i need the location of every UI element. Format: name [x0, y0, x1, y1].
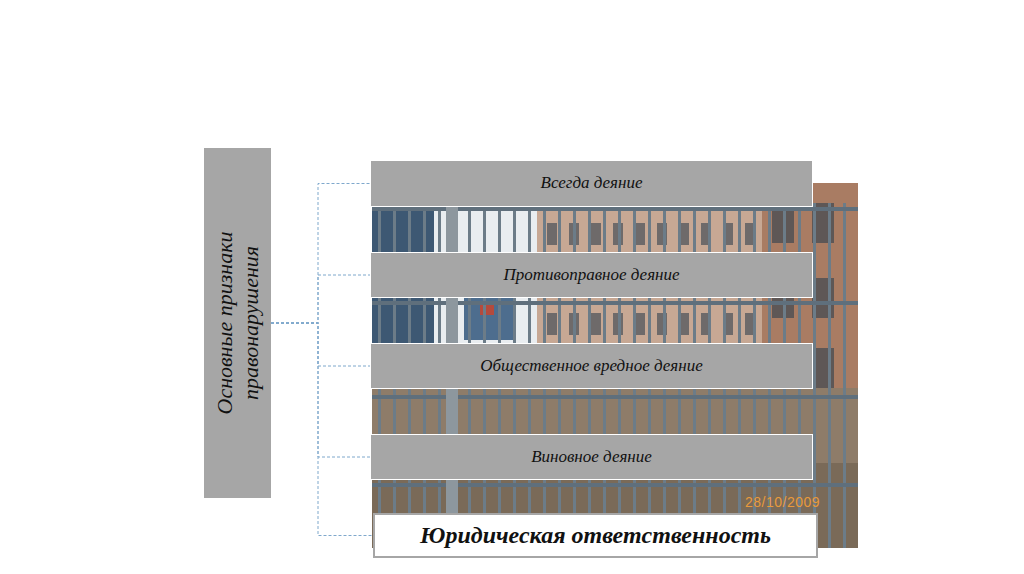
dashed-connector	[271, 323, 370, 457]
feature-box: Общественное вредное деяние	[370, 343, 813, 389]
fence-rail	[372, 207, 858, 211]
fence-rail	[372, 395, 858, 399]
feature-box: Всегда деяние	[370, 160, 813, 207]
dashed-connector	[271, 323, 373, 536]
window	[635, 223, 645, 245]
window	[547, 223, 557, 245]
window	[635, 313, 645, 335]
vertical-heading: Основные признаки правонарушения	[211, 203, 264, 443]
box-label: Юридическая ответственность	[408, 521, 783, 550]
window	[547, 313, 557, 335]
fence-rail	[372, 483, 858, 487]
box-label: Общественное вредное деяние	[468, 356, 714, 376]
fence-rail	[372, 301, 858, 305]
window	[591, 223, 601, 245]
dashed-connector	[271, 323, 370, 366]
box-label: Виновное деяние	[519, 447, 664, 467]
result-box: Юридическая ответственность	[373, 513, 818, 558]
dashed-connector	[271, 275, 370, 323]
feature-box: Противоправное деяние	[370, 252, 813, 298]
box-label: Противоправное деяние	[491, 265, 691, 285]
dashed-connector	[271, 184, 370, 324]
photo-timestamp: 28/10/2009	[745, 494, 820, 510]
heading-band: Основные признаки правонарушения	[204, 148, 271, 498]
fence-bar	[828, 203, 831, 548]
box-label: Всегда деяние	[529, 173, 655, 193]
fence-bar	[843, 203, 846, 548]
feature-box: Виновное деяние	[370, 434, 813, 480]
window	[591, 313, 601, 335]
